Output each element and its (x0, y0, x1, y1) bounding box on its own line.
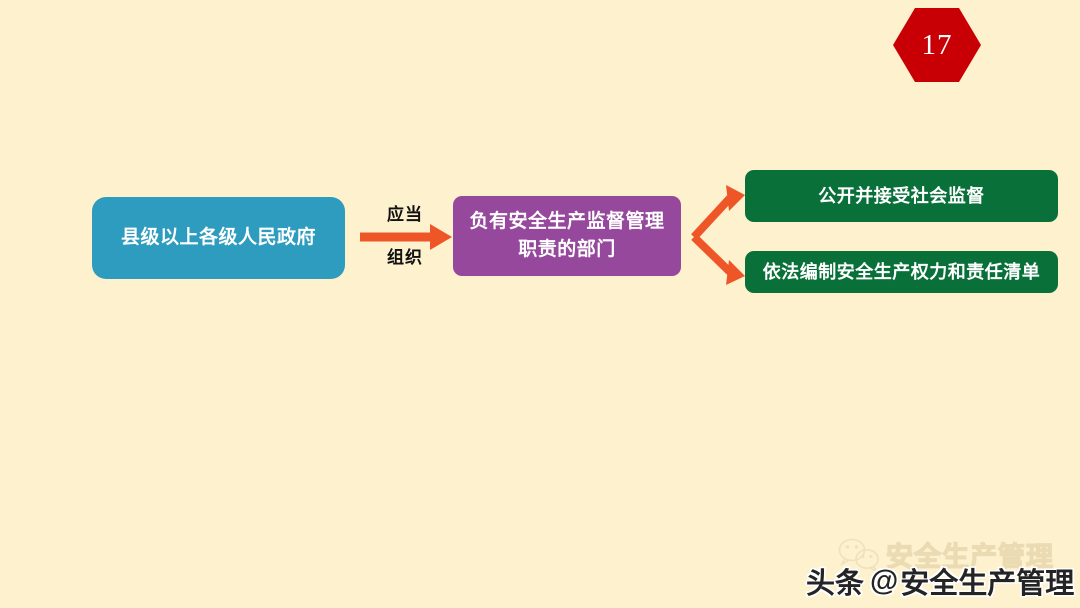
toutiao-account-name: 安全生产管理 (900, 568, 1075, 600)
node-outcome-1-label: 公开并接受社会监督 (818, 185, 985, 206)
arrow-dept-to-outcome-2 (691, 234, 745, 285)
wechat-watermark-text: 安全生产管理 (885, 541, 1054, 572)
node-department[interactable]: 负有安全生产监督管理 职责的部门 (453, 196, 681, 276)
node-government[interactable]: 县级以上各级人民政府 (92, 197, 345, 279)
at-symbol: @ (870, 564, 899, 597)
arrow-label-bottom: 组织 (387, 248, 423, 267)
arrow-label-top: 应当 (387, 205, 423, 224)
node-outcome-2-label: 依法编制安全生产权力和责任清单 (762, 261, 1041, 282)
node-government-label: 县级以上各级人民政府 (120, 227, 316, 249)
wechat-icon (838, 537, 880, 573)
hexagon-shape (893, 8, 981, 82)
node-department-label-line2: 职责的部门 (518, 239, 616, 260)
toutiao-platform-label: 头条 (806, 568, 865, 600)
arrow-dept-to-outcome-1 (691, 185, 745, 240)
page-number-badge: 17 (893, 8, 981, 82)
node-outcome-responsibility-list[interactable]: 依法编制安全生产权力和责任清单 (745, 251, 1058, 293)
node-department-label: 负有安全生产监督管理 职责的部门 (469, 208, 664, 263)
wechat-watermark: 安全生产管理 (838, 530, 1078, 578)
node-department-label-line1: 负有安全生产监督管理 (469, 211, 665, 233)
toutiao-watermark: 头条 @ 安全生产管理 (806, 560, 1074, 602)
node-outcome-public-supervision[interactable]: 公开并接受社会监督 (745, 170, 1058, 222)
page-number-label: 17 (921, 28, 953, 61)
